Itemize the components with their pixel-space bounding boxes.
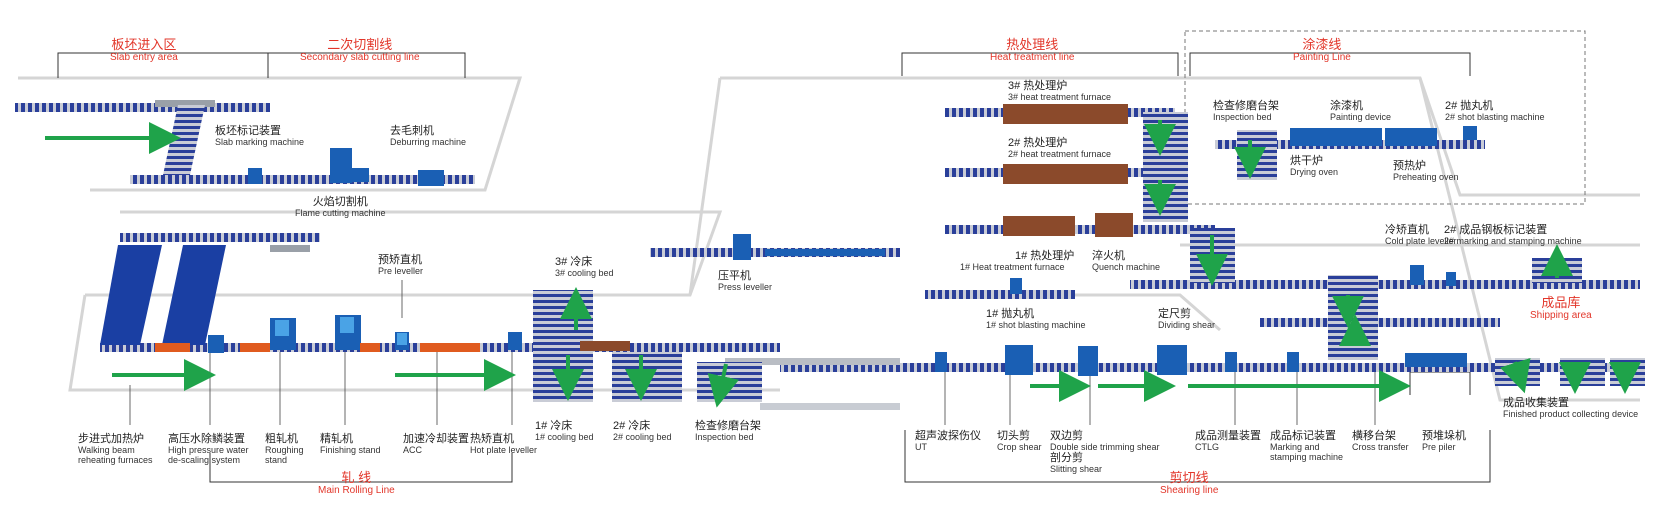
- ht-transfer-bed: [1143, 112, 1188, 222]
- cross-transfer-bed: [1328, 275, 1378, 360]
- paint-inspection-bed: [1237, 130, 1277, 180]
- shearing-roller: [780, 363, 1640, 372]
- collect-bed-3: [1610, 358, 1645, 386]
- main-roller-1: [100, 343, 520, 352]
- cyan-equipment: [275, 317, 407, 345]
- orange-equipment: [155, 343, 480, 352]
- reheating-furnaces: [100, 245, 226, 345]
- ht-roller-low: [925, 290, 1075, 299]
- cutting-line-roller: [130, 175, 475, 184]
- slab-marking-bed: [163, 105, 205, 175]
- inspection-bed-main: [697, 362, 762, 402]
- slab-entry-roller: [15, 103, 220, 112]
- ht-roller-1: [945, 225, 1215, 234]
- main-roller-2: [520, 343, 780, 352]
- slab-marking-roller: [175, 103, 270, 112]
- cooling-bed-2: [612, 352, 682, 402]
- collect-bed-2: [1560, 358, 1605, 386]
- section-brackets: [57, 52, 1491, 483]
- lower-shear-roller: [1260, 318, 1500, 327]
- equipment-blocks: [208, 126, 1477, 376]
- cooling-bed-1: [533, 352, 593, 402]
- heat-treatment-furnaces: [580, 104, 1133, 351]
- cold-level-roller: [1130, 280, 1640, 289]
- reheat-exit-roller: [120, 233, 320, 242]
- flow-arrows: [45, 120, 1641, 408]
